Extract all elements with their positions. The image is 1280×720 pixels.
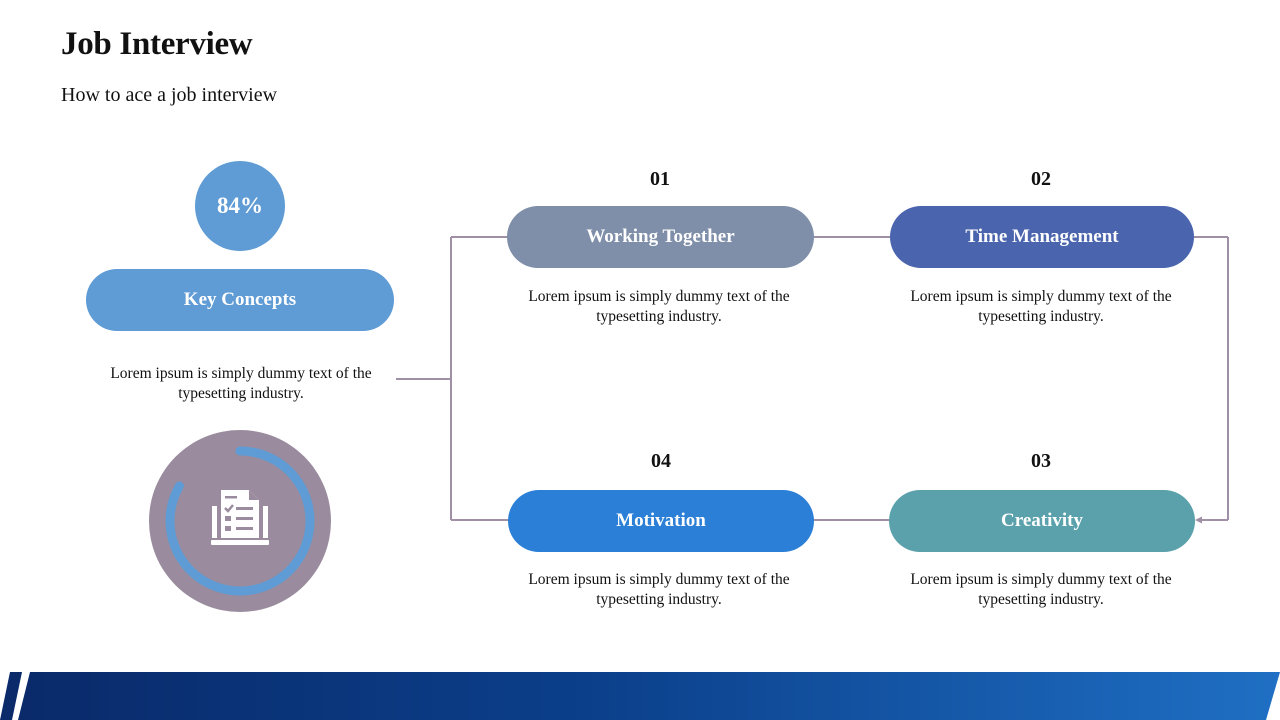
connector-arrowhead	[1195, 516, 1202, 524]
footer-gradient-bar	[18, 672, 1280, 720]
step-03-pill: Creativity	[889, 490, 1195, 552]
step-03-number: 03	[1031, 450, 1051, 472]
step-01-label: Working Together	[586, 226, 735, 247]
progress-ring-arc	[165, 446, 315, 596]
step-03-label: Creativity	[1001, 510, 1083, 531]
step-04-pill: Motivation	[508, 490, 814, 552]
percent-circle: 84%	[195, 161, 285, 251]
page-title: Job Interview	[61, 26, 253, 62]
checklist-document-icon	[211, 490, 269, 545]
page-subtitle: How to ace a job interview	[61, 84, 278, 106]
footer-band	[0, 672, 1280, 720]
step-04-label: Motivation	[616, 510, 706, 531]
step-01-pill: Working Together	[507, 206, 814, 268]
key-concepts-pill: Key Concepts	[86, 269, 394, 331]
step-02-label: Time Management	[965, 226, 1119, 247]
key-concepts-label: Key Concepts	[183, 289, 297, 310]
step-02-number: 02	[1031, 168, 1051, 190]
footer-slash-stripe	[0, 672, 22, 720]
step-04-number: 04	[651, 450, 671, 472]
step-04-description: Lorem ipsum is simply dummy text of the …	[528, 571, 790, 608]
step-01-description: Lorem ipsum is simply dummy text of the …	[528, 288, 790, 325]
step-01-number: 01	[650, 168, 670, 190]
step-02-pill: Time Management	[890, 206, 1194, 268]
step-03-description: Lorem ipsum is simply dummy text of the …	[910, 571, 1172, 608]
key-concepts-description: Lorem ipsum is simply dummy text of the …	[110, 365, 372, 402]
progress-ring	[149, 430, 331, 612]
step-02-description: Lorem ipsum is simply dummy text of the …	[910, 288, 1172, 325]
